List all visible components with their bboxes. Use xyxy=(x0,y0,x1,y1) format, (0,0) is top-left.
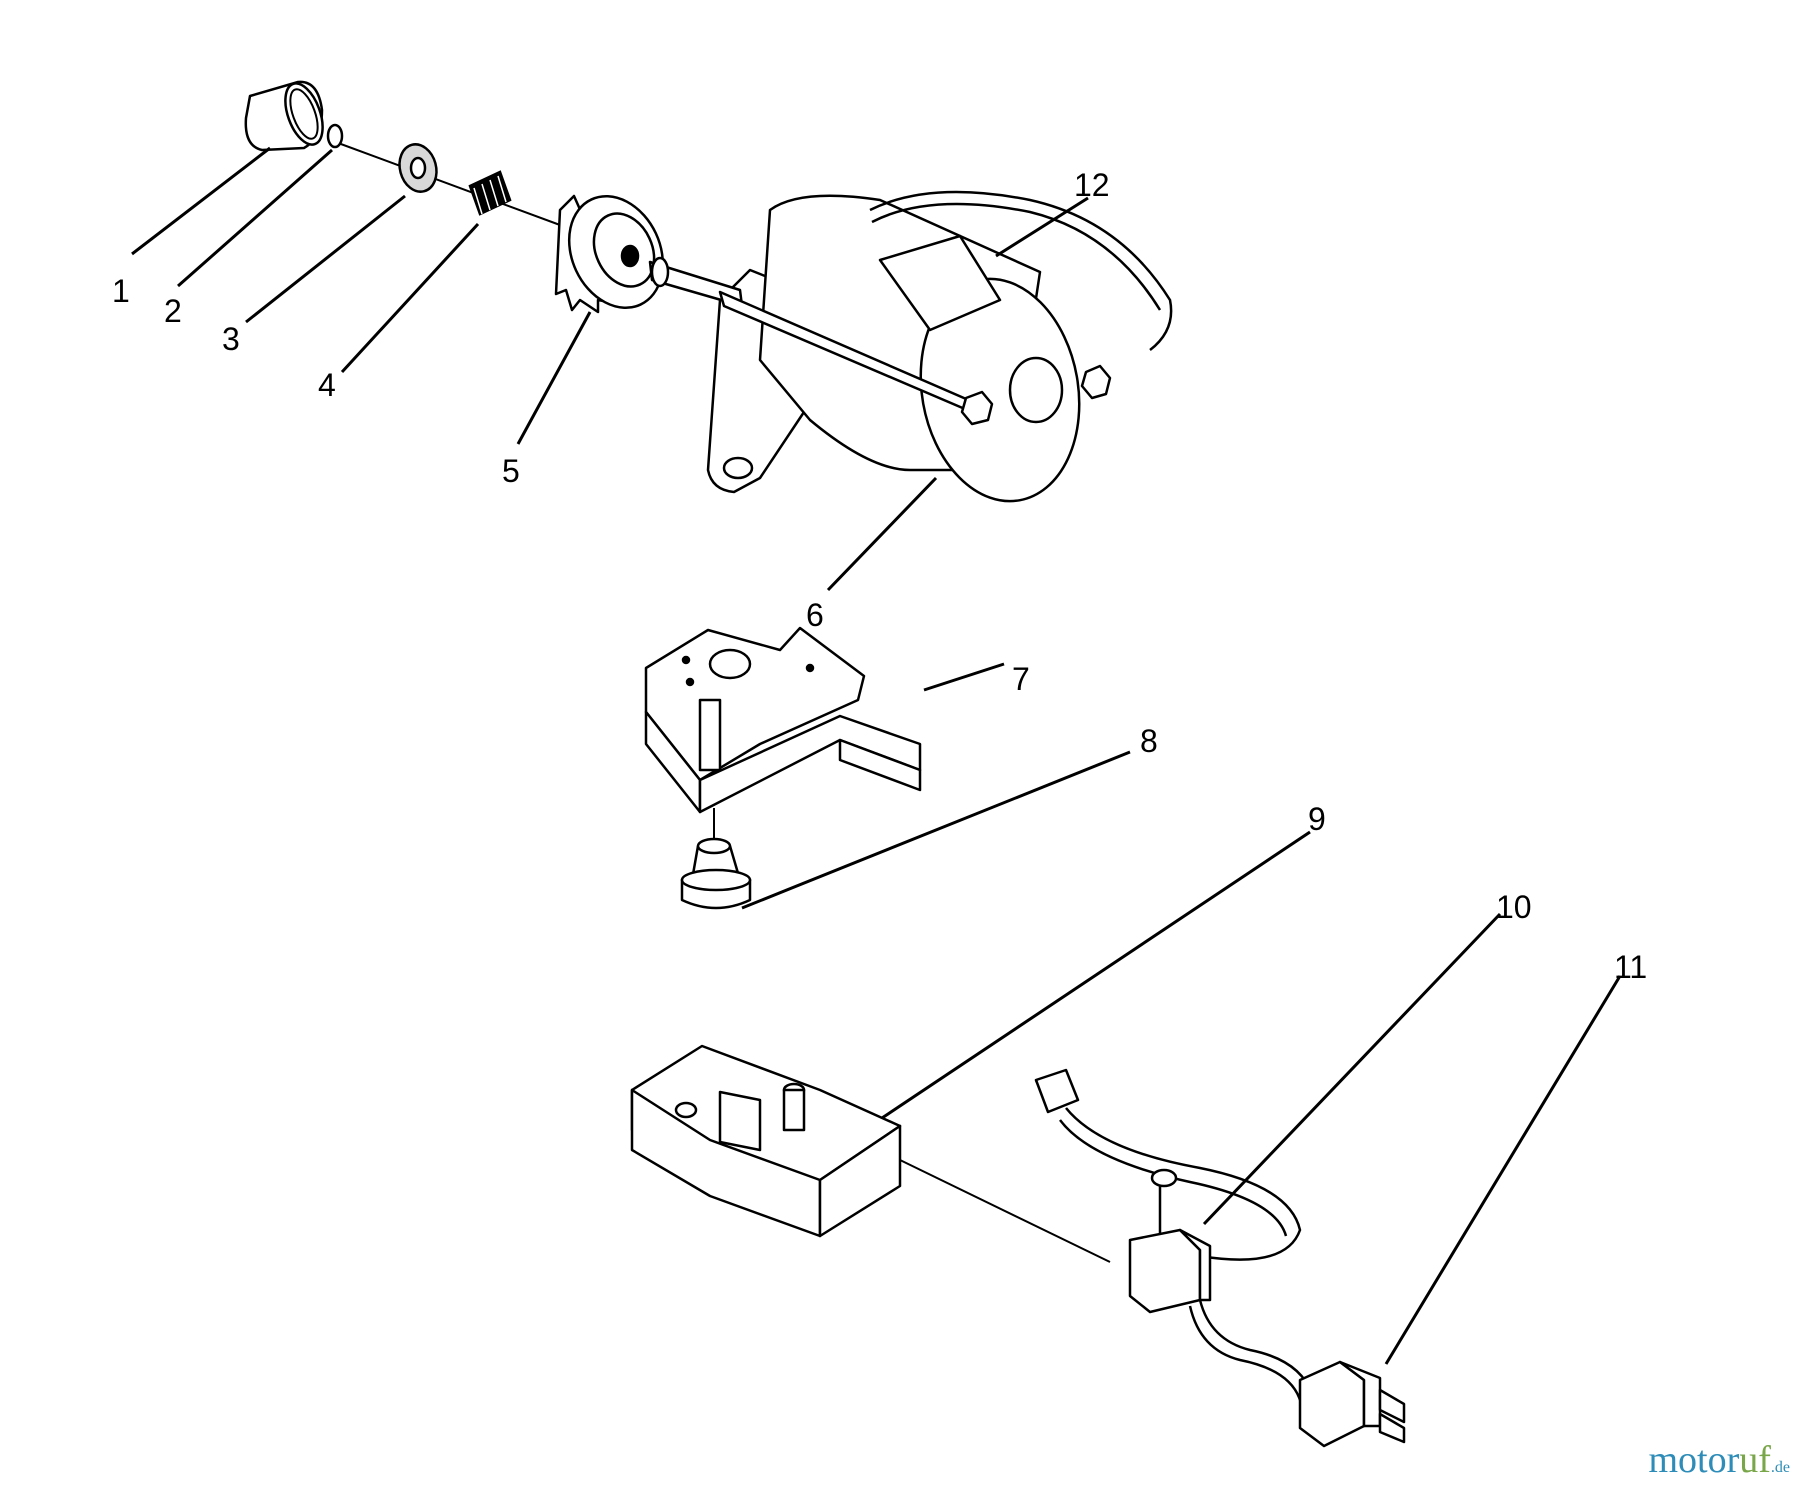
part-5-drive-gear xyxy=(554,194,665,314)
callout-8: 8 xyxy=(1140,723,1158,759)
watermark-part-c: .de xyxy=(1770,1459,1790,1476)
watermark-part-b: uf xyxy=(1739,1439,1771,1481)
part-7-switch-cover xyxy=(644,626,922,814)
callout-2: 2 xyxy=(164,293,182,329)
callout-7: 7 xyxy=(1012,661,1030,697)
callout-9: 9 xyxy=(1308,801,1326,837)
part-9-switch-housing xyxy=(630,1044,902,1238)
callout-5: 5 xyxy=(502,453,520,489)
callout-12: 12 xyxy=(1074,167,1110,203)
part-8-button xyxy=(680,808,752,910)
part-10-switch xyxy=(1034,1068,1302,1314)
part-4-spring xyxy=(468,170,512,216)
watermark: motoruf.de xyxy=(1648,1438,1790,1482)
part-11-plug xyxy=(1188,1299,1406,1448)
callout-3: 3 xyxy=(222,321,240,357)
connection-axis-line xyxy=(899,1159,1111,1263)
callout-4: 4 xyxy=(318,367,336,403)
part-6-starter-motor xyxy=(648,190,1173,503)
callout-11: 11 xyxy=(1614,949,1647,985)
part-1-cap xyxy=(244,80,324,152)
part-3-washer xyxy=(398,143,438,193)
part-2-ring xyxy=(326,123,344,149)
callout-1: 1 xyxy=(112,273,130,309)
assembly-axis-line xyxy=(329,139,561,226)
callout-labels: 1 2 3 4 5 6 7 8 9 10 11 12 xyxy=(112,167,1647,985)
leader-lines xyxy=(131,146,1622,1365)
callout-10: 10 xyxy=(1496,889,1532,925)
watermark-part-a: motor xyxy=(1648,1439,1740,1481)
callout-6: 6 xyxy=(806,597,824,633)
